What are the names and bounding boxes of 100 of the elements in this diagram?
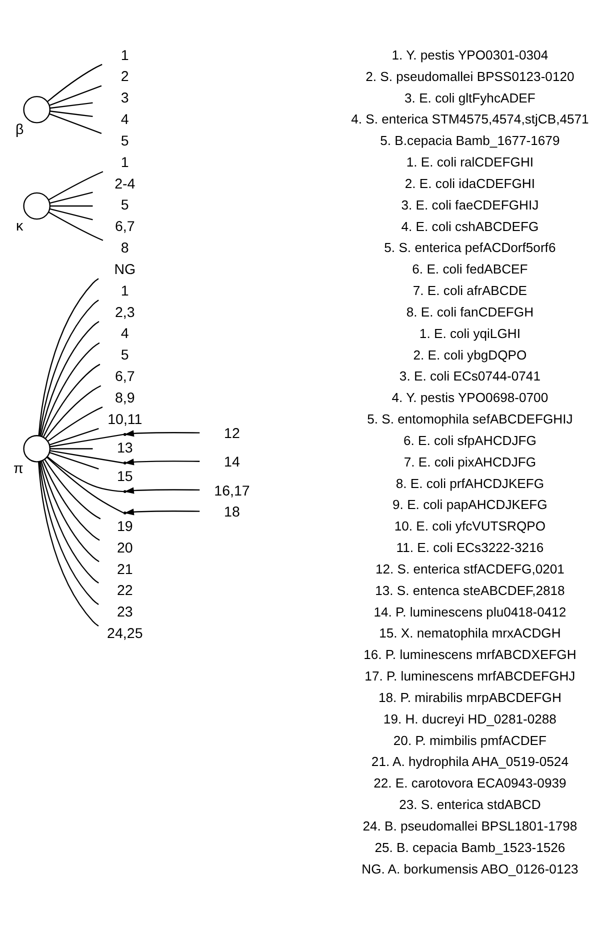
connector	[50, 208, 93, 220]
connector	[49, 113, 102, 134]
label: 24. B. pseudomallei BPSL1801-1798	[362, 818, 578, 834]
node-label: κ	[16, 218, 24, 235]
connector	[49, 85, 102, 106]
label: 11. E. coli ECs3222-3216	[396, 540, 544, 555]
label: 4. Y. pestis YPO0698-0700	[392, 390, 548, 406]
node-text: 6,7	[114, 369, 135, 386]
connector	[50, 192, 93, 204]
connector	[48, 212, 104, 241]
node-text: 24,25	[107, 626, 143, 642]
label: 25. B. cepacia Bamb_1523-1526	[374, 840, 566, 855]
node-text: 15	[116, 468, 133, 485]
label: 15. X. nematophila mrxACDGH	[379, 626, 561, 641]
node-text: 8,9	[114, 390, 135, 406]
label: 23. S. enterica stdABCD	[399, 796, 541, 812]
arrow	[124, 487, 200, 494]
label: 18. P. mirabilis mrpABCDEFGH	[378, 690, 562, 705]
label: 21. A. hydrophila AHA_0519-0524	[371, 754, 568, 770]
connector	[47, 406, 103, 442]
connector	[44, 459, 101, 520]
label: 19. H. ducreyi HD_0281-0288	[383, 711, 556, 726]
node-circle	[23, 435, 51, 462]
connector	[50, 110, 93, 118]
label: 22. E. carotovora ECA0943-0939	[374, 776, 566, 791]
connector	[48, 171, 104, 200]
node-text: 8	[120, 240, 129, 257]
connector	[50, 434, 124, 448]
node-text: 10,11	[108, 412, 142, 428]
node-text: 6,7	[114, 219, 135, 236]
connector	[50, 448, 93, 450]
node-text: 14	[224, 454, 240, 471]
node-text: 23	[116, 604, 133, 621]
label: 3. E. coli faeCDEFGHIJ	[401, 197, 539, 212]
arrow	[124, 430, 200, 437]
connector	[42, 460, 100, 541]
node-text: 1	[120, 154, 129, 171]
node-text: 5	[120, 348, 129, 364]
node-text: 1	[120, 283, 129, 300]
label: 17. P. luminescens mrfABCDEFGHJ	[364, 668, 576, 684]
label: 5. B.cepacia Bamb_1677-1679	[380, 133, 560, 148]
label: 1. E. coli yqiLGHI	[419, 326, 520, 341]
node-text: 13	[116, 440, 133, 456]
connector	[46, 456, 124, 514]
node-text: 3	[120, 90, 129, 107]
label: 2. E. coli idaCDEFGHI	[404, 176, 535, 191]
connector	[49, 428, 99, 446]
node-text: 21	[116, 562, 133, 578]
label: 5. S. entomophila sefABCDEFGHIJ	[367, 412, 573, 426]
label: 1. E. coli ralCDEFGHI	[406, 154, 534, 170]
label: 4. E. coli cshABCDEFG	[401, 218, 539, 234]
connector	[50, 450, 124, 464]
arrow	[124, 458, 200, 466]
node-circle	[23, 192, 51, 220]
node-text: 2	[120, 69, 129, 86]
node-text: 18	[224, 504, 240, 521]
label: 7. E. coli pixAHCDJFG	[404, 454, 536, 470]
label: 3. E. coli ECs0744-0741	[399, 368, 540, 384]
node-text: 5	[120, 198, 129, 214]
connector	[50, 102, 93, 109]
node-text: 2,3	[114, 304, 135, 321]
node-text: NG	[114, 262, 136, 278]
node-text: 1	[120, 48, 129, 64]
node-text: 20	[116, 540, 133, 556]
node-bar	[123, 433, 126, 436]
arrow	[124, 508, 200, 516]
node-text: 22	[116, 583, 133, 600]
label: 8. E. coli prfAHCDJKEFG	[396, 476, 544, 491]
connector	[40, 320, 100, 436]
connector	[42, 364, 100, 438]
node-label: β	[16, 122, 24, 138]
node-text: 12	[224, 426, 240, 442]
connector	[49, 452, 99, 470]
label: 6. E. coli sfpAHCDJFG	[403, 432, 536, 448]
label: 1. Y. pestis YPO0301-0304	[392, 47, 548, 62]
label: 9. E. coli papAHCDJKEFG	[392, 497, 548, 512]
node-text: 16,17	[214, 483, 250, 500]
label: 2. E. coli ybgDQPO	[413, 347, 527, 362]
connector	[41, 342, 100, 437]
node-bar	[123, 512, 126, 514]
node-text: 4	[120, 326, 129, 342]
node-bar	[123, 490, 126, 493]
node-text: 5	[120, 133, 129, 150]
label: 2. S. pseudomallei BPSS0123-0120	[366, 68, 574, 84]
label: NG. A. borkumensis ABO_0126-0123	[362, 861, 578, 876]
label: 12. S. enterica stfACDEFG,0201	[375, 561, 564, 576]
label: 16. P. luminescens mrfABCDXEFGH	[364, 647, 576, 662]
node-label: π	[14, 461, 24, 478]
label: 3. E. coli gltFyhcADEF	[404, 90, 536, 106]
label: 13. S. entenca steABCDEF,2818	[375, 582, 565, 598]
label: 20. P. mimbilis pmfACDEF	[393, 732, 547, 748]
node-text: 4	[120, 112, 129, 128]
label: 4. S. enterica STM4575,4574,stjCB,4571	[351, 112, 589, 127]
node-bar	[123, 462, 126, 464]
node-circle	[23, 96, 51, 124]
connector	[47, 64, 102, 102]
label: 8. E. coli fanCDEFGH	[406, 304, 534, 320]
connector	[47, 456, 124, 492]
label: 10. E. coli yfcVUTSRQPO	[394, 518, 546, 534]
connector	[45, 385, 102, 439]
